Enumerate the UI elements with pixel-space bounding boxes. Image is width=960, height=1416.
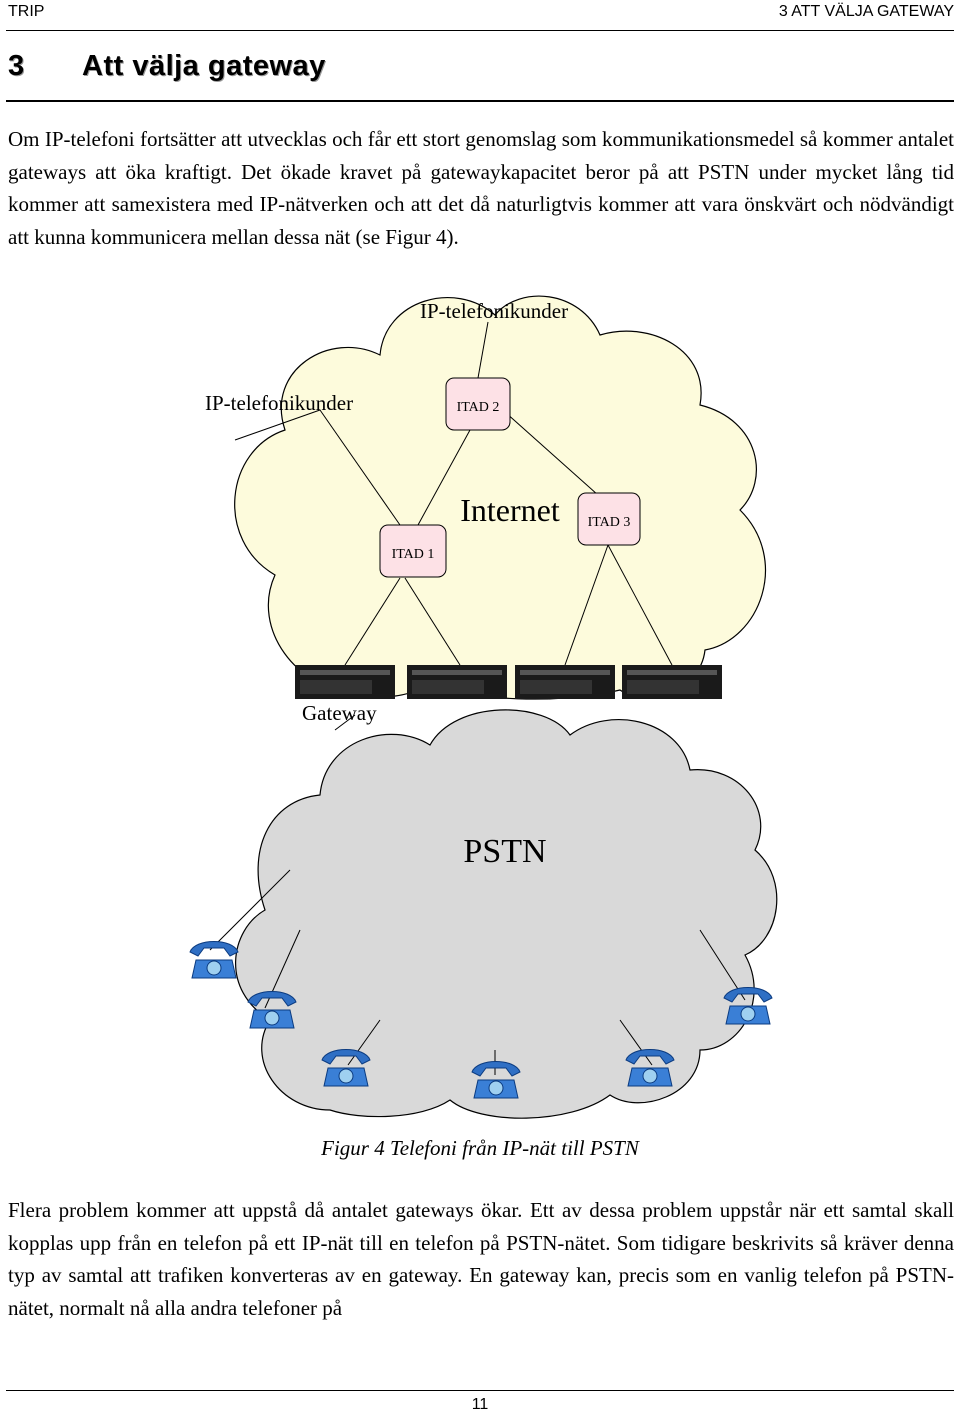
label-clients-left: IP-telefonikunder <box>205 391 353 415</box>
gateway-label: Gateway <box>302 701 377 725</box>
running-header-right: 3 ATT VÄLJA GATEWAY <box>778 3 954 20</box>
itad3-box <box>577 492 641 546</box>
chapter-title: Att välja gateway <box>82 50 326 82</box>
itad1-box <box>379 524 447 578</box>
gateway-device <box>407 665 507 699</box>
phone-icon <box>189 941 239 979</box>
phone-icon <box>321 1049 371 1087</box>
gateway-device <box>622 665 722 699</box>
internet-label: Internet <box>460 492 560 528</box>
page-number: 11 <box>471 1396 489 1413</box>
header-divider <box>6 30 954 31</box>
itad3-label: ITAD 3 <box>588 515 631 530</box>
pstn-cloud <box>235 709 778 1119</box>
chapter-number: 3 <box>8 50 25 82</box>
internet-cloud <box>234 295 766 700</box>
chapter-heading: 3 Att välja gateway <box>8 50 326 83</box>
running-header-left: TRIP <box>8 3 45 20</box>
phone-icon <box>625 1049 675 1087</box>
figure-caption: Figur 4 Telefoni från IP-nät till PSTN <box>321 1136 639 1160</box>
itad1-label: ITAD 1 <box>392 547 435 562</box>
phone-icon <box>247 991 297 1029</box>
gateway-device <box>295 665 395 699</box>
title-divider <box>6 100 954 102</box>
label-clients-top: IP-telefonikunder <box>420 299 568 323</box>
phone-icon <box>471 1061 521 1099</box>
itad2-label: ITAD 2 <box>457 400 500 415</box>
gateway-device <box>515 665 615 699</box>
footer-divider <box>6 1390 954 1391</box>
itad2-box <box>445 377 511 431</box>
pstn-label: PSTN <box>463 833 546 870</box>
body-paragraph: Flera problem kommer att uppstå då antal… <box>8 1198 954 1320</box>
phone-icon <box>723 987 773 1025</box>
intro-paragraph: Om IP-telefoni fortsätter att utvecklas … <box>8 127 954 249</box>
